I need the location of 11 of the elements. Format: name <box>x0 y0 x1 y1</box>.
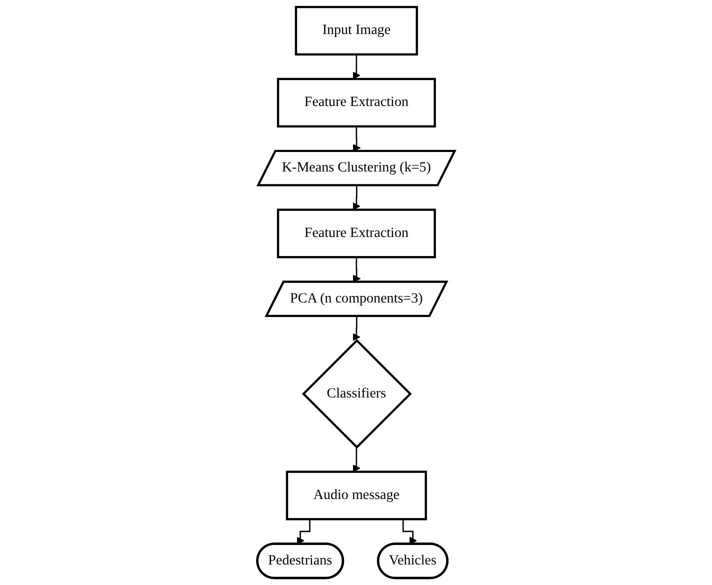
arrow <box>352 256 361 283</box>
arrow <box>352 54 360 80</box>
node-diamond: Classifiers <box>302 338 412 449</box>
arrow <box>352 316 360 341</box>
node-box: Input Image <box>294 6 418 56</box>
node-box: Feature Extraction <box>276 208 436 258</box>
arrow <box>352 126 361 152</box>
arrow <box>352 184 360 210</box>
node-box: Feature Extraction <box>276 78 436 128</box>
arrow <box>352 446 360 472</box>
node-box: Audio message <box>286 470 427 520</box>
